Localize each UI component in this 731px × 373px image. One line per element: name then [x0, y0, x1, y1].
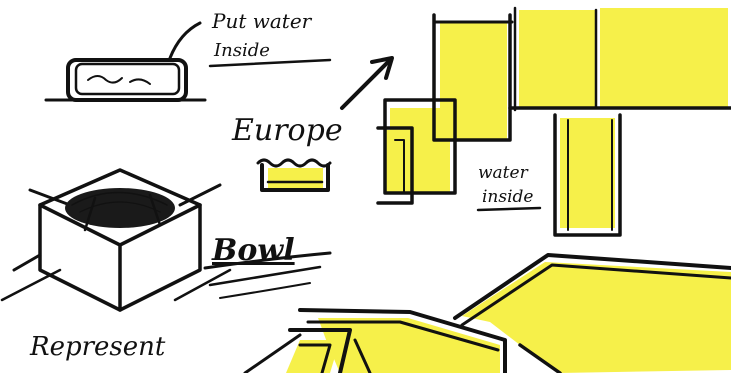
label-inside: Inside [213, 40, 270, 61]
large-tray-fill [462, 262, 731, 373]
tall-block-fill-2 [519, 10, 595, 108]
label-put-water: Put water [211, 9, 313, 33]
label-inside-2: inside [482, 187, 534, 207]
tall-block-fill-1 [440, 22, 507, 140]
label-represent: Represent [29, 332, 166, 362]
europe-tray-fill [268, 168, 323, 188]
capsule-box-sketch [46, 23, 205, 100]
bowl-box-sketch [2, 170, 230, 310]
tall-block-fill-3 [600, 8, 728, 108]
inside-2-underline [478, 208, 540, 210]
label-bowl: Bowl [211, 233, 295, 268]
label-water: water [478, 163, 529, 183]
label-europe: Europe [231, 113, 343, 148]
